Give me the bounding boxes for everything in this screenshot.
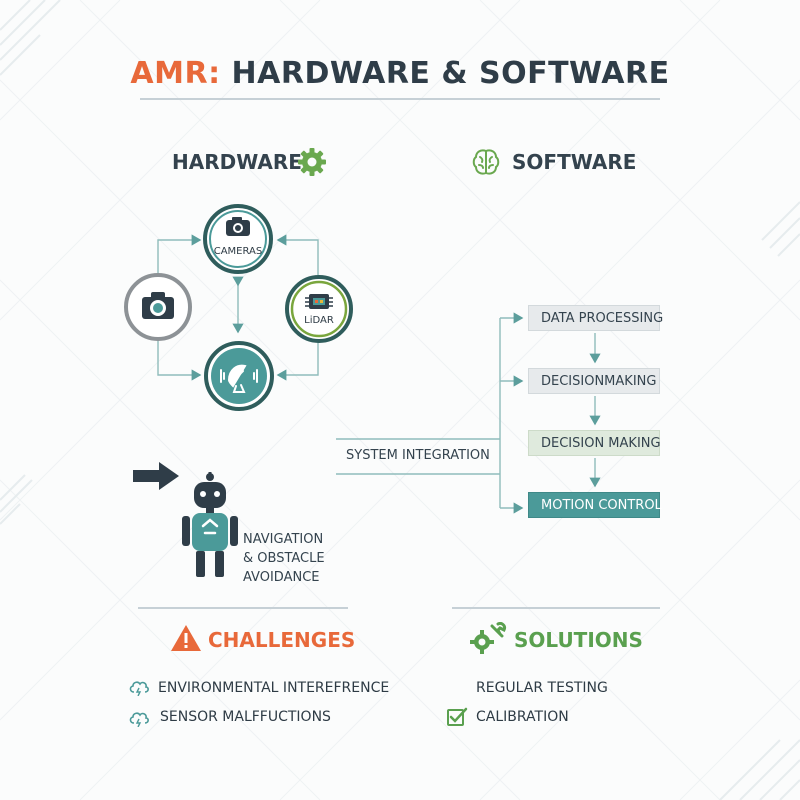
page-title: AMR: HARDWARE & SOFTWARE [0,56,800,91]
warning-icon [171,625,201,651]
title-divider [140,98,660,100]
camera-node-left [124,273,192,341]
hardware-heading-text: HARDWARE [172,150,302,174]
camera-icon [142,292,174,319]
challenges-heading: CHALLENGES [208,628,356,652]
navigation-line-3: AVOIDANCE [243,570,320,585]
step-decisionmaking: DECISIONMAKING [528,368,660,394]
camera-icon [226,217,250,236]
arrow-right-icon [133,462,179,490]
solution-item-2: CALIBRATION [476,709,569,725]
satellite-dish-icon [220,364,258,393]
gear-icon [298,148,326,176]
challenge-item-2: SENSOR MALFFUCTIONS [160,709,331,725]
tools-icon [470,622,506,654]
hardware-heading: HARDWARE [172,150,302,174]
step-motion-control: MOTION CONTROL [528,492,662,518]
software-heading: SOFTWARE [512,150,636,174]
cameras-label: CAMERAS [213,246,263,257]
system-integration-label: SYSTEM INTEGRATION [346,448,490,463]
solutions-divider [452,607,660,609]
robot-icon [182,472,238,577]
solution-item-1: REGULAR TESTING [476,680,608,696]
step-data-processing: DATA PROCESSING [528,305,663,331]
title-text: HARDWARE & SOFTWARE [231,56,670,91]
navigation-line-1: NAVIGATION [243,532,324,547]
brain-icon [472,149,500,175]
solutions-heading: SOLUTIONS [514,628,643,652]
title-prefix: AMR: [130,56,221,91]
cameras-node [203,204,273,274]
antenna-node [204,341,274,411]
step-decision-making: DECISION MAKING [528,430,661,456]
navigation-label: NAVIGATION & OBSTACLE AVOIDANCE [243,530,363,587]
cloud-lightning-icon [129,712,149,727]
lidar-chip-icon [305,294,333,309]
challenges-divider [138,607,348,609]
lidar-node [285,275,353,343]
navigation-line-2: & OBSTACLE [243,551,325,566]
lidar-label: LiDAR [304,315,334,326]
cloud-lightning-icon [129,681,149,696]
checkbox-icon [447,707,468,726]
software-heading-text: SOFTWARE [512,150,637,174]
challenge-item-1: ENVIRONMENTAL INTEREFRENCE [158,680,390,696]
